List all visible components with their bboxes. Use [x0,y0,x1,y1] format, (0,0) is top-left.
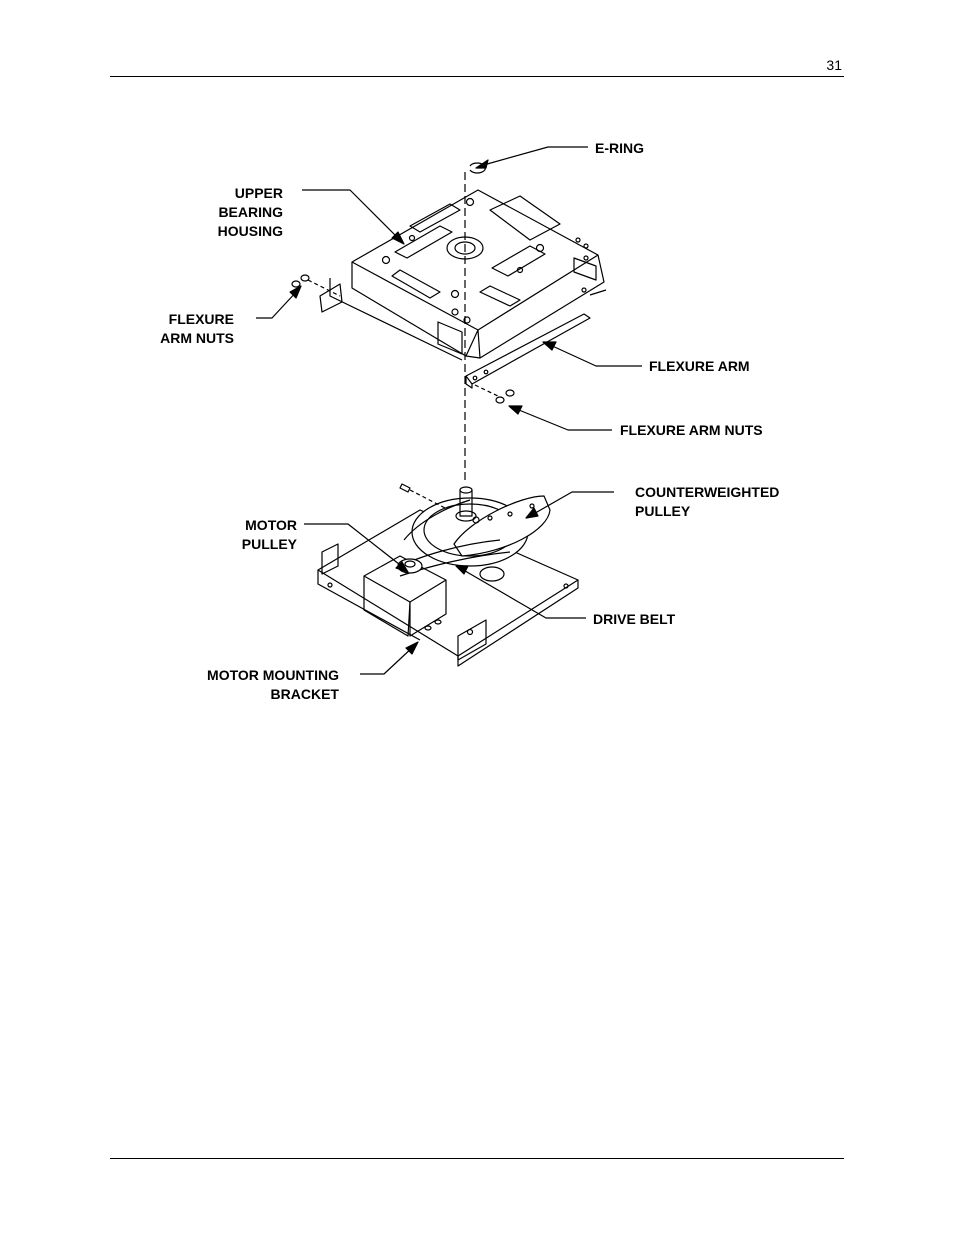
callout-drive-belt: DRIVE BELT [593,611,676,627]
footer-rule [110,1158,844,1159]
callout-flexure-arm: FLEXURE ARM [649,358,750,374]
page-number: 31 [826,57,842,73]
header-rule [110,76,844,77]
flexure-arm-nuts-left [291,274,341,297]
callout-e-ring: E-RING [595,140,644,156]
callout-motor-pulley: MOTOR PULLEY [241,517,297,552]
motor-mounting-bracket [363,555,447,637]
callout-flexure-arm-nuts-right: FLEXURE ARM NUTS [620,422,763,438]
callout-flexure-arm-nuts-left: FLEXURE ARM NUTS [160,311,234,346]
lower-base-plate [317,509,579,667]
leader-lines [256,146,642,675]
callout-upper-bearing-housing: UPPER BEARING HOUSING [217,185,283,239]
counterweighted-pulley [411,495,551,567]
flexure-arm [465,313,591,389]
upper-bearing-housing [329,189,607,361]
callout-motor-mounting-bracket: MOTOR MOUNTING BRACKET [207,667,339,702]
left-flexure-bracket [319,283,343,313]
mounting-screw [399,483,446,509]
callout-counterweighted-pulley: COUNTERWEIGHTED PULLEY [635,484,780,519]
flexure-arm-nuts-right [474,384,515,404]
